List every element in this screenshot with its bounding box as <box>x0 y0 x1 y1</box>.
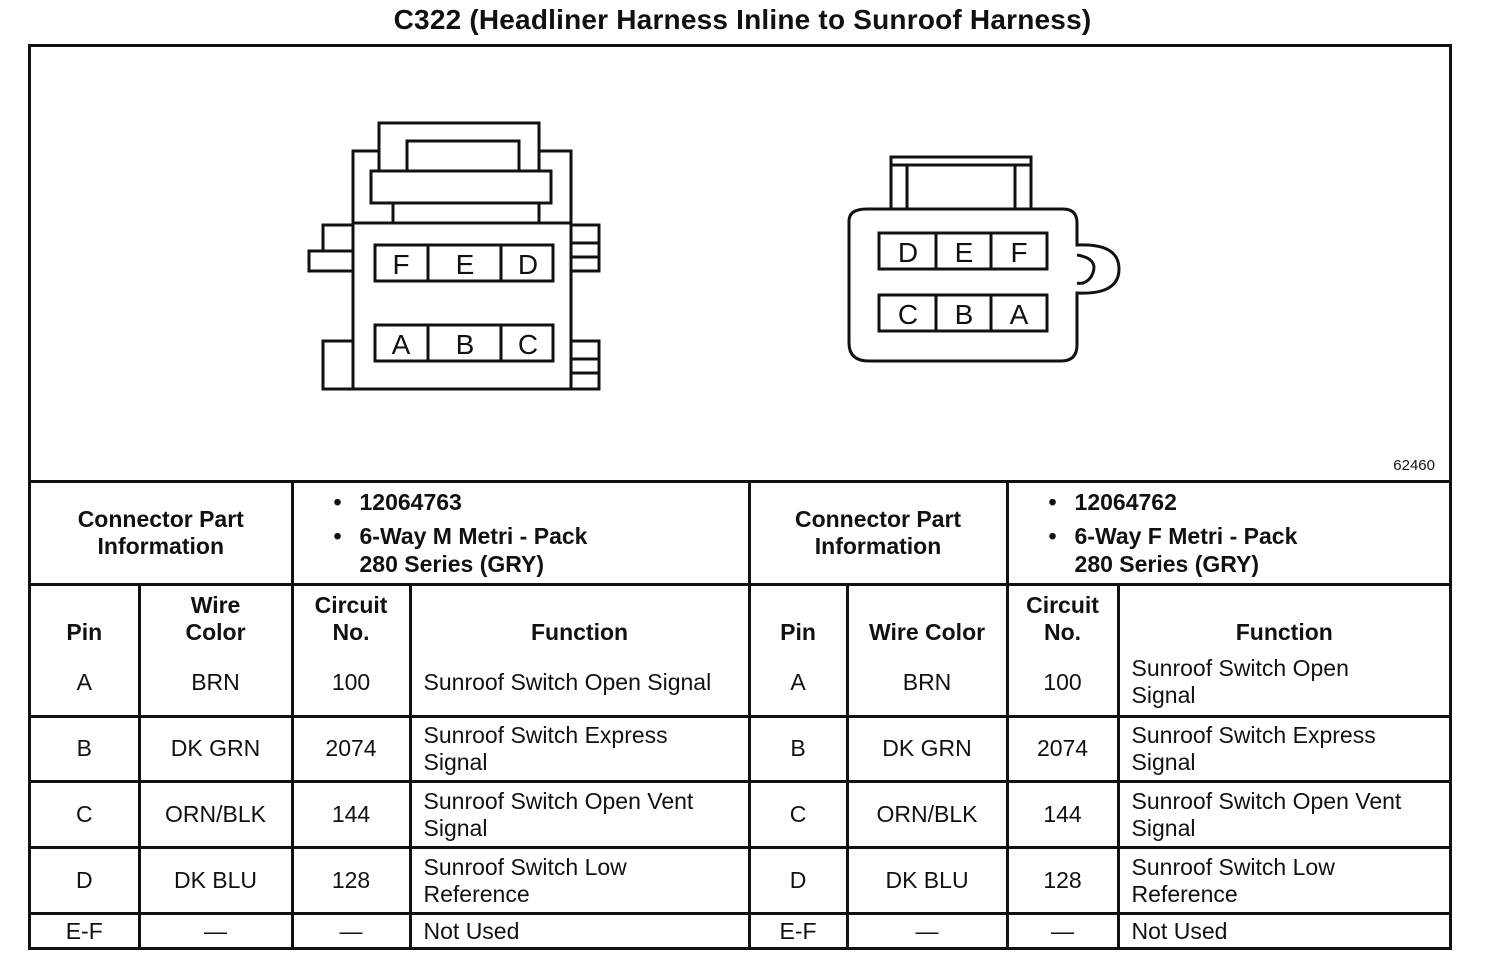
header-circuit-left: Circuit No. <box>290 582 412 651</box>
circuit-cell: 128 <box>1005 846 1120 916</box>
wire-color-cell: DK GRN <box>137 714 294 784</box>
male-pin-d: D <box>518 249 538 280</box>
part-number-right: 12064762 <box>1074 488 1177 515</box>
circuit-cell: 2074 <box>290 714 412 784</box>
female-pin-b: B <box>955 299 974 330</box>
female-pin-e: E <box>955 237 974 268</box>
part-info-left: •12064763 •6-Way M Metri - Pack 280 Seri… <box>290 483 751 586</box>
circuit-cell: — <box>290 912 412 947</box>
header-function-right: Function <box>1116 582 1450 651</box>
pin-cell: B <box>747 714 849 784</box>
header-pin-right: Pin <box>747 582 849 651</box>
part-number-left: 12064763 <box>359 488 462 515</box>
female-pin-a: A <box>1010 299 1029 330</box>
circuit-cell: 100 <box>290 650 412 718</box>
part-series-right: 280 Series (GRY) <box>1074 550 1260 577</box>
function-cell: Not Used <box>408 912 751 947</box>
part-series-left: 280 Series (GRY) <box>359 550 545 577</box>
header-wire-color-right: Wire Color <box>845 582 1009 651</box>
female-pin-f: F <box>1010 237 1027 268</box>
wire-color-cell: DK GRN <box>845 714 1009 784</box>
diagram-frame: F E D A B C D E F C B A 62460 Connector … <box>28 44 1452 950</box>
male-pin-c: C <box>518 329 538 360</box>
wire-color-cell: BRN <box>137 650 294 718</box>
circuit-cell: 128 <box>290 846 412 916</box>
pin-cell: E-F <box>31 912 141 947</box>
part-info-label-right: Connector Part Information <box>747 483 1009 586</box>
male-pin-e: E <box>456 249 475 280</box>
wire-color-cell: — <box>845 912 1009 947</box>
pin-cell: C <box>747 780 849 850</box>
part-info-row: Connector Part Information •12064763 •6-… <box>31 483 1450 586</box>
wire-color-cell: ORN/BLK <box>845 780 1009 850</box>
circuit-cell: 144 <box>1005 780 1120 850</box>
header-pin-left: Pin <box>31 582 141 651</box>
pin-cell: E-F <box>747 912 849 947</box>
male-pin-a: A <box>392 329 411 360</box>
wire-color-cell: DK BLU <box>845 846 1009 916</box>
wire-color-cell: BRN <box>845 650 1009 718</box>
connector-drawings: F E D A B C D E F C B A <box>307 121 1121 391</box>
header-row: Pin Wire Color Circuit No. Function Pin … <box>31 582 1450 651</box>
pin-cell: A <box>31 650 141 718</box>
connector-diagram: F E D A B C D E F C B A 62460 <box>31 47 1449 483</box>
circuit-cell: 144 <box>290 780 412 850</box>
female-pin-c: C <box>898 299 918 330</box>
part-desc-left: 6-Way M Metri - Pack <box>359 522 588 549</box>
page-title: C322 (Headliner Harness Inline to Sunroo… <box>393 4 1092 35</box>
pin-cell: D <box>31 846 141 916</box>
circuit-cell: 100 <box>1005 650 1120 718</box>
wire-color-cell: — <box>137 912 294 947</box>
female-pin-d: D <box>898 237 918 268</box>
header-wire-color-left: Wire Color <box>137 582 294 651</box>
pin-cell: D <box>747 846 849 916</box>
figure-number: 62460 <box>1393 457 1435 474</box>
part-info-label-left: Connector Part Information <box>31 483 294 586</box>
pin-cell: A <box>747 650 849 718</box>
wire-color-cell: DK BLU <box>137 846 294 916</box>
circuit-cell: 2074 <box>1005 714 1120 784</box>
pin-cell: B <box>31 714 141 784</box>
function-cell: Not Used <box>1116 912 1450 947</box>
male-pin-f: F <box>392 249 409 280</box>
header-function-left: Function <box>408 582 751 651</box>
pin-cell: C <box>31 780 141 850</box>
male-pin-b: B <box>456 329 475 360</box>
male-connector <box>307 121 601 391</box>
wire-color-cell: ORN/BLK <box>137 780 294 850</box>
header-circuit-right: Circuit No. <box>1005 582 1120 651</box>
function-cell: Sunroof Switch Open Signal <box>408 650 751 718</box>
part-info-right: •12064762 •6-Way F Metri - Pack 280 Seri… <box>1005 483 1450 586</box>
female-connector <box>847 155 1121 363</box>
part-desc-right: 6-Way F Metri - Pack <box>1074 522 1298 549</box>
pinout-table: Connector Part Information •12064763 •6-… <box>31 483 1450 947</box>
circuit-cell: — <box>1005 912 1120 947</box>
